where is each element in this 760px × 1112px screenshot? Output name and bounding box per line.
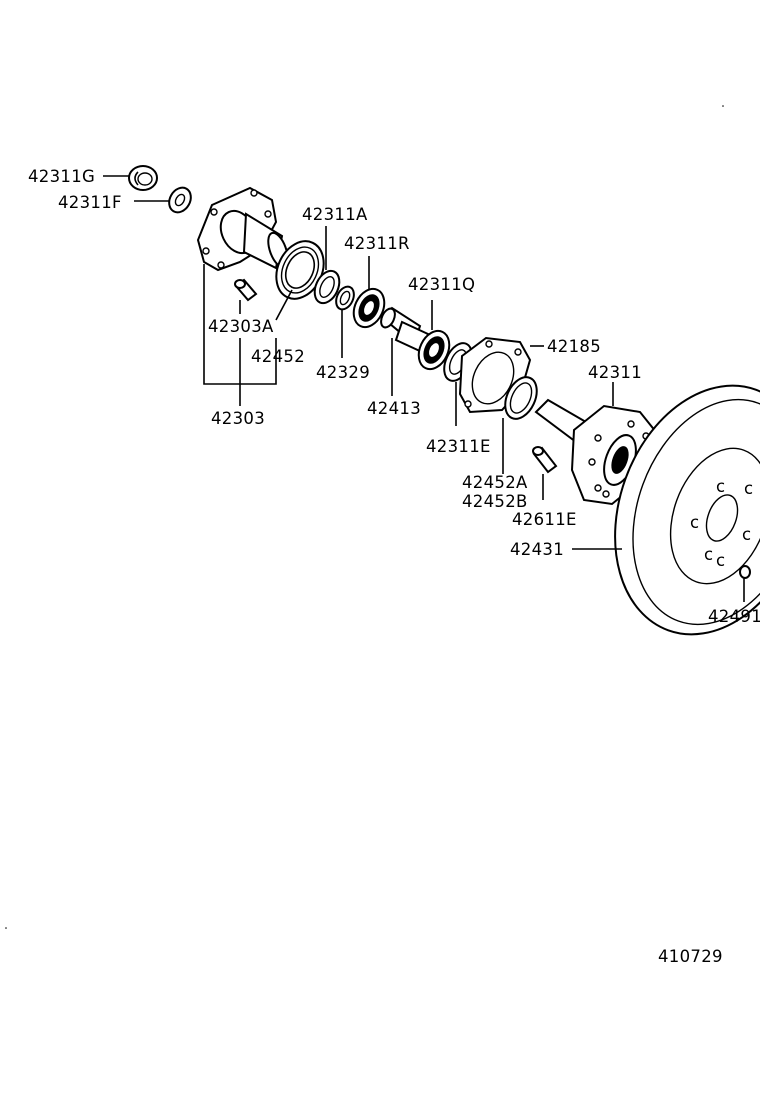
label-42491: 42491 [708, 607, 760, 626]
svg-text:c: c [690, 513, 699, 532]
label-42311F: 42311F [58, 193, 122, 212]
diagram-id: 410729 [658, 947, 723, 966]
part-42329-ring [335, 285, 355, 311]
part-42311G-cap [128, 165, 158, 191]
part-labels: 42311G 42311F 42311A 42311R 42311Q 42185… [28, 167, 760, 626]
svg-text:c: c [704, 545, 713, 564]
part-42311F-washer [168, 186, 192, 214]
label-42611E: 42611E [512, 510, 577, 529]
svg-text:c: c [716, 551, 725, 570]
scan-speck [722, 105, 724, 107]
label-42311A: 42311A [302, 205, 368, 224]
label-42303: 42303 [211, 409, 265, 428]
label-42311: 42311 [588, 363, 642, 382]
label-42413: 42413 [367, 399, 421, 418]
part-42491-nut [739, 565, 751, 579]
label-42452B: 42452B [462, 492, 528, 511]
svg-text:c: c [742, 525, 751, 544]
label-42303A: 42303A [208, 317, 274, 336]
part-42413-shaft [380, 306, 430, 354]
label-42452: 42452 [251, 347, 305, 366]
part-42611E-stud [532, 446, 558, 474]
part-42452A-seal [504, 376, 538, 420]
part-42311R-bearing [352, 287, 386, 329]
svg-text:c: c [744, 479, 753, 498]
label-42311E: 42311E [426, 437, 491, 456]
part-42311A-ring [313, 269, 341, 305]
label-42311G: 42311G [28, 167, 95, 186]
svg-text:c: c [716, 477, 725, 496]
part-42303A-bolt [234, 278, 258, 302]
label-42431: 42431 [510, 540, 564, 559]
label-42311Q: 42311Q [408, 275, 475, 294]
part-42431-disc: c c c c c c [614, 384, 760, 636]
part-42303-housing [196, 186, 289, 272]
label-42185: 42185 [547, 337, 601, 356]
label-42452A: 42452A [462, 473, 528, 492]
label-42311R: 42311R [344, 234, 410, 253]
leader-lines [103, 175, 745, 602]
part-42311Q-bearing [417, 329, 451, 371]
scan-speck [5, 927, 7, 929]
label-42329: 42329 [316, 363, 370, 382]
